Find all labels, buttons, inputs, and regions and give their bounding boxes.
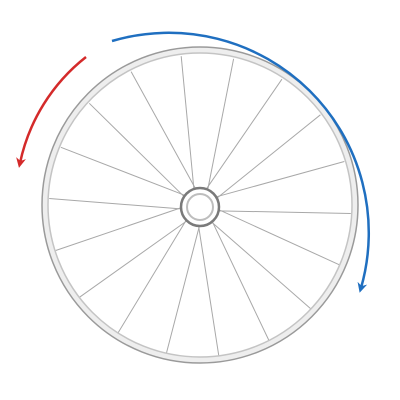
clockwise-arrow — [111, 31, 371, 293]
spoke — [196, 217, 220, 356]
spoke — [180, 56, 195, 196]
spoke — [206, 58, 235, 196]
rim — [42, 47, 358, 363]
spoke — [205, 216, 312, 310]
spoke — [49, 198, 189, 210]
spoke — [117, 212, 191, 334]
spoke — [79, 215, 194, 298]
rim-outer-edge — [41, 46, 359, 364]
spoke — [211, 114, 321, 203]
spokes-group — [49, 56, 351, 356]
rim-inner-edge — [47, 52, 353, 358]
spoke — [202, 78, 283, 195]
spoke — [88, 102, 190, 202]
spoke — [60, 146, 192, 199]
spoke — [165, 217, 202, 354]
spoke — [211, 210, 351, 214]
spoke — [130, 71, 199, 195]
counterclockwise-arrow — [16, 56, 87, 168]
spoke — [211, 206, 340, 266]
spoke — [55, 204, 189, 251]
spoke — [209, 161, 345, 200]
hub-axle — [186, 193, 214, 221]
spoke — [208, 213, 270, 341]
